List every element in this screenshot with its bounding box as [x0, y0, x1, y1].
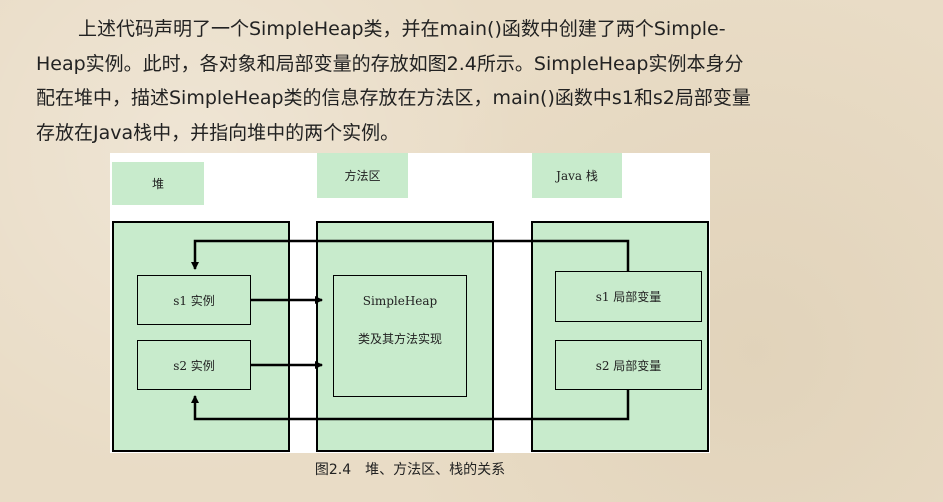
paragraph-line: 存放在Java栈中，并指向堆中的两个实例。: [36, 121, 400, 144]
body-paragraph: 上述代码声明了一个SimpleHeap类，并在main()函数中创建了两个Sim…: [36, 12, 796, 150]
s2-reference-arrow: [191, 390, 630, 421]
paragraph-line: 配在堆中，描述SimpleHeap类的信息存放在方法区，main()函数中s1和…: [36, 87, 751, 109]
paragraph-line: Heap实例。此时，各对象和局部变量的存放如图2.4所示。SimpleHeap实…: [36, 52, 744, 75]
method-area-label: 方法区: [317, 153, 408, 198]
java-stack-panel: [531, 221, 709, 452]
heap-panel: [112, 221, 290, 452]
class-desc-text: 类及其方法实现: [357, 332, 442, 346]
s1-instance-box: s1 实例: [137, 275, 251, 325]
memory-diagram: 堆 方法区 Java 栈 s1 实例 s2 实例 SimpleHeap 类及其方…: [110, 153, 710, 453]
java-stack-label: Java 栈: [532, 153, 622, 198]
heap-label: 堆: [112, 162, 204, 205]
reference-arrows: [191, 239, 630, 421]
s1-reference-arrow: [191, 239, 630, 271]
s2-instance-box: s2 实例: [137, 340, 251, 390]
class-name-text: SimpleHeap: [362, 294, 438, 308]
s2-local-variable-box: s2 局部变量: [555, 340, 702, 390]
s1-local-variable-box: s1 局部变量: [555, 271, 702, 322]
paragraph-line: 上述代码声明了一个SimpleHeap类，并在main()函数中创建了两个Sim…: [78, 18, 726, 40]
simpleheap-class-box: SimpleHeap 类及其方法实现: [333, 275, 467, 397]
figure-caption: 图2.4 堆、方法区、栈的关系: [314, 462, 506, 478]
